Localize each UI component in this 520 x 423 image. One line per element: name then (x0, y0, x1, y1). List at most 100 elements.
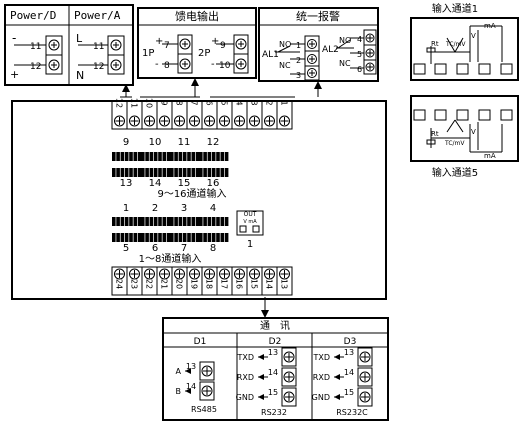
upper-connector-pin (162, 168, 167, 177)
alarm-term-3: 3 (296, 71, 301, 80)
power-d-label: Power/D (10, 9, 56, 22)
comm-d3-gnd-label: GND (312, 393, 330, 402)
lower-connector-pin (220, 217, 225, 226)
bottom-terminal-13: 13 (280, 279, 289, 289)
lower-connector-pin (145, 233, 149, 242)
input-terminal-box (413, 63, 426, 75)
lower-connector-pin (158, 233, 162, 242)
power-block: Power/D Power/A - + 11 12 L N 11 12 (4, 4, 134, 86)
upper-connector-pin (191, 152, 196, 161)
communication-terminals: A13B14RS485TXD13RXD14GND15RS232TXD13RXD1… (176, 347, 373, 417)
alarm-term-5: 5 (357, 50, 362, 59)
bottom-terminal-23: 23 (130, 279, 139, 289)
upper-connector-pin (124, 152, 129, 161)
upper-connector-pin (129, 152, 133, 161)
lower-connector-pin (182, 217, 187, 226)
output-selector: OUT V mA 1 (236, 210, 264, 250)
feed-term-10: 10 (219, 61, 231, 71)
upper-connector-pin (137, 168, 142, 177)
lower-connector-pin (203, 233, 207, 242)
lower-connector-pin (149, 233, 154, 242)
upper-connector-pin (112, 152, 116, 161)
bottom-terminal-14: 14 (265, 279, 274, 289)
lower-connector-pin (153, 217, 158, 226)
lower-connector-pin (187, 217, 191, 226)
comm-d3: D3 (344, 337, 357, 347)
lower-connector-pin (162, 217, 167, 226)
feed-2p-minus: - (211, 59, 215, 70)
upper-connector-pin (133, 168, 138, 177)
upper-connector-pin (158, 152, 162, 161)
upper-connector-pin (195, 168, 200, 177)
ch5-tcmv: TC/mV (444, 140, 465, 147)
feed-term-8: 8 (164, 61, 170, 71)
feed-2p: 2P (198, 48, 210, 59)
lower-connector-pin (166, 233, 171, 242)
channel-label-13: 13 (120, 178, 133, 189)
ch1-v: V (471, 32, 476, 40)
lower-connector-pin (112, 217, 116, 226)
bottom-terminal-21: 21 (160, 279, 169, 289)
alarm-al2-nc: NC (339, 59, 351, 68)
lower-connector-pin (207, 217, 212, 226)
lower-connector-pin (116, 217, 120, 226)
upper-channel-caption: 9～16通道输入 (157, 187, 226, 200)
alarm-al1: AL1 (262, 50, 279, 60)
comm-d1-b-num: 14 (186, 382, 196, 391)
comm-title: 通 讯 (260, 320, 290, 332)
comm-d2-gnd-num: 15 (268, 388, 278, 397)
comm-d3-txd-label: TXD (312, 353, 330, 362)
feed-1p: 1P (142, 48, 154, 59)
comm-d1-b-label: B (176, 387, 182, 396)
lower-connector-pin (158, 217, 162, 226)
alarm-term-6: 6 (357, 65, 362, 74)
comm-rs232: RS232 (261, 408, 287, 417)
channel-label-7: 7 (181, 243, 187, 254)
ch1-rt: Rt (431, 40, 439, 48)
alarm-term-1: 1 (296, 41, 301, 50)
upper-connector-pin (137, 152, 142, 161)
channel-label-5: 5 (123, 243, 129, 254)
bottom-terminal-24: 24 (115, 279, 124, 289)
comm-d1: D1 (194, 337, 207, 347)
upper-connector-pin (129, 168, 133, 177)
out-sublabel: V mA (243, 219, 257, 225)
lower-connector-pin (141, 217, 145, 226)
bottom-terminal-22: 22 (145, 279, 154, 289)
upper-connector-pin (178, 152, 183, 161)
ch5-rt: Rt (431, 130, 439, 138)
lower-connector-pin (203, 217, 207, 226)
channel-label-10: 10 (149, 137, 162, 148)
input-terminal-box (478, 109, 491, 121)
lower-connector-pin (207, 233, 212, 242)
lower-connector-pin (199, 217, 203, 226)
top-terminal-8: 8 (175, 100, 184, 105)
input-ch5-title: 输入通道5 (432, 166, 478, 179)
top-terminal-7: 7 (190, 100, 199, 105)
upper-connector-pin (211, 152, 216, 161)
comm-d2: D2 (269, 337, 282, 347)
upper-connector-pin (203, 168, 207, 177)
comm-rs232c: RS232C (336, 408, 368, 417)
lower-connector-pin (178, 217, 183, 226)
upper-connector-pin (166, 168, 171, 177)
bottom-terminal-20: 20 (175, 279, 184, 289)
lower-connector-pin (174, 233, 178, 242)
lower-connector-pin (129, 217, 133, 226)
alarm-block: 统一报警 AL1 NO NC 1 2 3 AL2 NO NC 4 5 6 (258, 7, 379, 82)
out-label: OUT (244, 211, 257, 218)
upper-connector-pin (141, 152, 145, 161)
power-a-term-11: 11 (93, 42, 104, 52)
power-a-n: N (76, 69, 84, 82)
power-d-minus: - (12, 31, 16, 45)
main-panel (11, 100, 387, 300)
alarm-al2: AL2 (322, 45, 339, 55)
upper-connector-pin (207, 152, 212, 161)
lower-connector-pin (211, 217, 216, 226)
channel-label-8: 8 (210, 243, 216, 254)
input-terminal-box (413, 109, 426, 121)
out-number: 1 (247, 239, 253, 250)
upper-connector-pin (224, 168, 229, 177)
upper-connector-pin (199, 152, 203, 161)
